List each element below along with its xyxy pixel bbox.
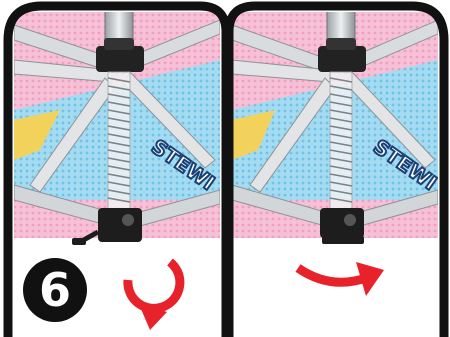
step-number-badge: 6: [23, 258, 87, 322]
right-panel: STEWI: [232, 0, 441, 337]
step-number: 6: [39, 263, 71, 317]
